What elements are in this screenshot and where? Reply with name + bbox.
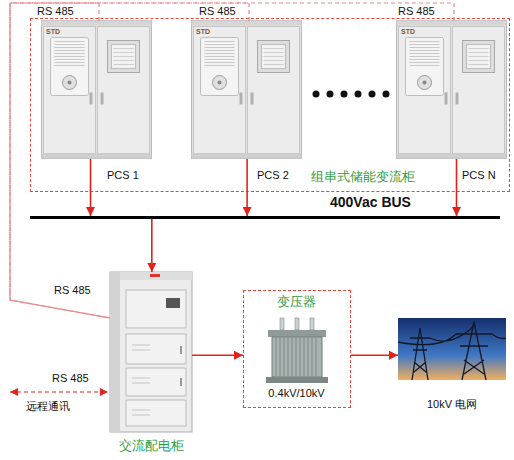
edge-label: RS 485 bbox=[37, 5, 74, 18]
power-flow-arrow bbox=[351, 354, 398, 356]
transformer-title: 变压器 bbox=[244, 294, 349, 310]
brand-logo: STD bbox=[46, 28, 60, 36]
rs485-link bbox=[10, 3, 454, 318]
bus-label: 400Vac BUS bbox=[330, 194, 411, 211]
pcs-cabinet: STDPCS 2 bbox=[191, 21, 301, 159]
pcs-cabinet: STDPCS N bbox=[396, 21, 506, 159]
grid-label: 10kV 电网 bbox=[398, 398, 506, 411]
signal-label: RS 485 bbox=[52, 372, 89, 385]
cabinet-label: PCS 1 bbox=[107, 169, 139, 182]
bus-bar: 400Vac BUS bbox=[30, 216, 500, 219]
brand-logo: STD bbox=[401, 28, 415, 36]
brand-logo: STD bbox=[196, 28, 210, 36]
power-flow-arrow bbox=[456, 159, 458, 216]
edge-label: RS 485 bbox=[199, 5, 236, 18]
voltage-ratio: 0.4kV/10kV bbox=[244, 387, 349, 400]
transformer-box: 变压器 0.4kV/10kV bbox=[243, 290, 351, 408]
power-flow-arrow bbox=[192, 354, 243, 356]
edge-label: RS 485 bbox=[398, 5, 435, 18]
power-flow-arrow bbox=[90, 159, 92, 216]
pcs-cabinet: STDPCS 1 bbox=[41, 21, 151, 159]
remote-label: 远程通讯 bbox=[26, 400, 70, 413]
rs485-link bbox=[10, 3, 249, 318]
ac-distribution-cabinet: 交流配电柜 bbox=[110, 272, 192, 432]
power-grid: 10kV 电网 bbox=[398, 318, 506, 380]
cabinet-label: PCS 2 bbox=[257, 169, 289, 182]
power-flow-arrow bbox=[151, 219, 153, 272]
cabinet-label: 交流配电柜 bbox=[100, 438, 202, 454]
rs485-link bbox=[10, 3, 110, 318]
power-flow-arrow bbox=[246, 159, 248, 216]
group-box: 组串式储能变流柜STDPCS 1STDPCS 2STDPCS N bbox=[30, 18, 510, 192]
signal-label: RS 485 bbox=[54, 284, 91, 297]
group-title: 组串式储能变流柜 bbox=[311, 169, 415, 185]
cabinet-label: PCS N bbox=[462, 169, 496, 182]
